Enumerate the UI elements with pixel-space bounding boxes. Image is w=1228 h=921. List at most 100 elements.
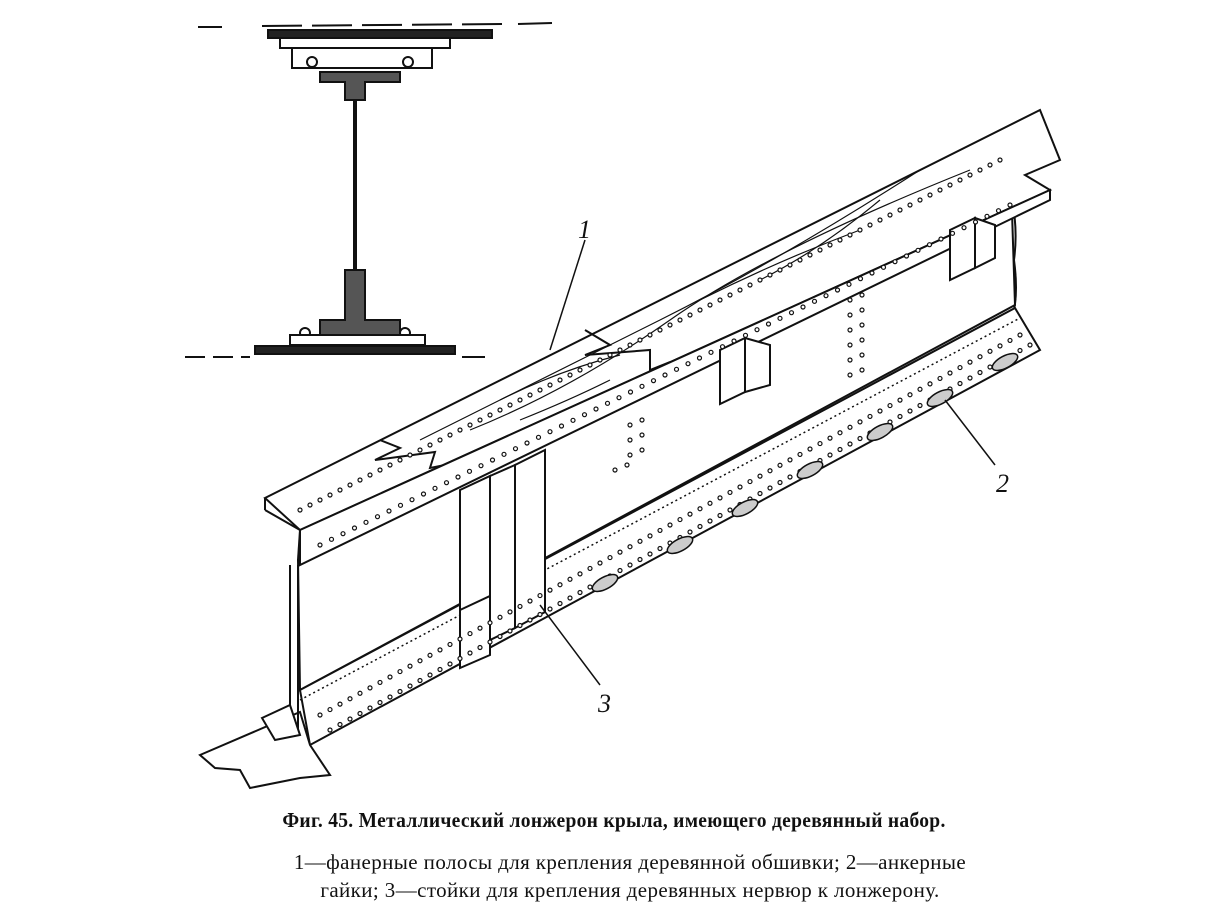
rivet (685, 361, 691, 367)
rivet (420, 491, 427, 497)
rivet (557, 600, 563, 607)
rivet (687, 312, 693, 318)
rivet (765, 321, 772, 327)
rivet (443, 480, 450, 486)
rivet (937, 375, 943, 382)
anchor-nut (591, 573, 619, 593)
rivet (328, 536, 335, 542)
rivet (967, 375, 973, 381)
rivet (827, 242, 833, 248)
rivet (869, 270, 875, 276)
leader-line-2 (944, 399, 996, 466)
rivet (597, 560, 603, 566)
rivet (807, 446, 813, 452)
leader-line-3 (539, 604, 601, 686)
rivet (347, 482, 353, 488)
rivet (547, 606, 553, 612)
rivet (907, 202, 913, 208)
rivet (837, 237, 843, 243)
rivet (987, 364, 993, 370)
rivet (607, 554, 613, 561)
rivet (707, 518, 713, 524)
rivet (847, 312, 853, 318)
rivet (637, 337, 643, 343)
rivet (967, 359, 973, 365)
rivet (857, 227, 863, 233)
rivet (897, 413, 903, 420)
rivet (731, 338, 737, 344)
rivet (917, 386, 923, 392)
rivet (767, 468, 773, 474)
rivet (877, 408, 883, 414)
rivet (767, 272, 773, 278)
rivet (347, 696, 353, 702)
spar-illustration: 1 2 3 (185, 22, 1062, 790)
rivet (757, 473, 763, 479)
rivet (637, 556, 643, 563)
rivet (857, 419, 863, 425)
rivet (639, 447, 645, 453)
rivet (811, 298, 818, 304)
rivet (697, 506, 703, 512)
rivet (647, 332, 653, 338)
rivet (937, 187, 943, 193)
rivet (507, 609, 513, 615)
rivet (717, 512, 723, 519)
rivet (880, 264, 887, 270)
rib-clips (719, 216, 996, 406)
rivet (467, 630, 473, 637)
rivet (351, 525, 358, 531)
label-1: 1 (578, 215, 591, 244)
rivet (719, 344, 726, 350)
rivet (524, 440, 530, 446)
rivet (927, 381, 933, 387)
rivet (807, 252, 813, 258)
rivet (949, 230, 956, 236)
rivet (417, 658, 423, 664)
rivet (327, 492, 333, 498)
rivet (857, 276, 864, 282)
rivet (987, 348, 993, 354)
rivet (567, 595, 573, 601)
rivet (437, 647, 443, 653)
rivet (727, 292, 733, 298)
rivet (577, 367, 583, 373)
rivet (817, 247, 823, 253)
rivet (961, 225, 967, 231)
rivet (737, 484, 743, 490)
rivet (673, 366, 680, 372)
rivet (717, 297, 723, 303)
rivet (957, 177, 963, 183)
rivet (447, 432, 453, 438)
rivet (677, 516, 683, 523)
rivet (501, 451, 507, 457)
rivet (567, 372, 573, 378)
rivet (340, 531, 346, 537)
rivet (577, 589, 583, 596)
rivet (777, 479, 783, 486)
rivet (847, 441, 853, 447)
rivet (747, 478, 753, 485)
rivet (627, 389, 634, 395)
rivet (587, 362, 593, 368)
rivet (507, 628, 513, 634)
rivet (537, 387, 543, 393)
rivet (827, 435, 833, 441)
rivet (517, 622, 523, 629)
rivet (917, 197, 923, 203)
rivet (846, 281, 852, 287)
rivet (597, 357, 603, 363)
top-skin-strip (267, 29, 493, 39)
rivet (727, 507, 733, 513)
rivet (867, 413, 873, 420)
rivet (995, 208, 1002, 214)
rivet (717, 495, 723, 501)
rivet (507, 402, 513, 408)
top-flange-angle (299, 188, 1051, 567)
rivet (347, 716, 353, 722)
rivet (859, 292, 865, 298)
rivet (847, 327, 853, 333)
rivet (317, 497, 323, 503)
rivet (627, 437, 633, 443)
rivet (386, 508, 392, 514)
